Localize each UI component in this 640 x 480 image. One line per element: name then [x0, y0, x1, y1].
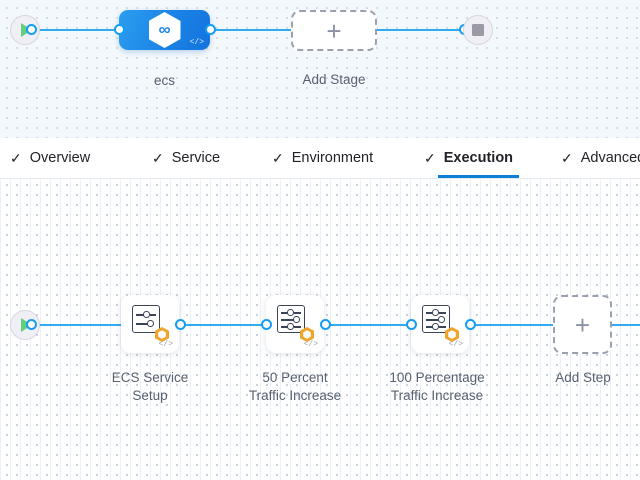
step-node-label: 50 Percent Traffic Increase — [233, 369, 357, 405]
tab-environment[interactable]: ✓ Environment — [272, 138, 373, 178]
pipeline-tabbar: ✓ Overview ✓ Service ✓ Environment ✓ Exe… — [0, 138, 640, 179]
edge-addstep-to-next — [612, 324, 640, 326]
edge-step1-to-step2 — [180, 324, 262, 326]
step-label-line1: ECS Service — [111, 370, 189, 385]
connector-step2-in[interactable] — [261, 319, 272, 330]
orange-hexagon-icon — [300, 327, 314, 342]
connector-ecs-out[interactable] — [205, 24, 216, 35]
stage-node-ecs-label: ecs — [153, 73, 175, 88]
plus-icon: + — [574, 309, 591, 340]
tab-environment-label: Environment — [291, 150, 374, 166]
stage-node-ecs[interactable]: ∞ </> — [119, 10, 210, 50]
edge-start-to-ecs — [32, 29, 124, 31]
code-badge-icon: </> — [303, 340, 318, 349]
pipeline-end-node[interactable] — [463, 15, 493, 45]
tab-underline-active — [438, 175, 519, 178]
edge-ecs-to-addstage — [205, 29, 297, 31]
edge-step2-to-step3 — [325, 324, 407, 326]
code-badge-icon: </> — [448, 340, 463, 349]
sliders-settings-icon — [132, 305, 169, 342]
code-badge-icon: </> — [158, 340, 173, 349]
check-icon: ✓ — [424, 150, 436, 166]
connector-step1-in[interactable] — [175, 319, 186, 330]
check-icon: ✓ — [561, 150, 573, 166]
step-label-line2: Traffic Increase — [248, 388, 342, 403]
step-node-ecs-service-setup[interactable]: </> — [121, 295, 179, 353]
connector-step3-out[interactable] — [465, 319, 476, 330]
check-icon: ✓ — [272, 150, 284, 166]
orange-hexagon-icon — [155, 327, 169, 342]
stop-icon — [472, 24, 484, 36]
infinity-hexagon-icon: ∞ — [148, 12, 181, 48]
plus-icon: + — [326, 15, 342, 46]
tab-execution-label: Execution — [443, 150, 514, 166]
tab-service[interactable]: ✓ Service — [152, 138, 220, 178]
tab-service-label: Service — [171, 150, 221, 166]
connector-step-start-out[interactable] — [26, 319, 37, 330]
step-node-50-percent-traffic-increase[interactable]: </> — [266, 295, 324, 353]
connector-step3-in[interactable] — [406, 319, 417, 330]
edge-start-to-step1 — [32, 324, 125, 326]
tab-overview[interactable]: ✓ Overview — [10, 138, 90, 178]
stage-graph-canvas[interactable]: ∞ </> ecs + Add Stage — [0, 0, 640, 138]
sliders-settings-icon — [422, 305, 459, 342]
connector-step2-out[interactable] — [320, 319, 331, 330]
step-node-label: 100 Percentage Traffic Increase — [375, 369, 499, 405]
step-label-line1: 50 Percent — [262, 370, 328, 385]
add-stage-button[interactable]: + — [291, 10, 377, 51]
add-stage-label: Add Stage — [302, 72, 366, 87]
code-badge-icon: </> — [189, 38, 204, 47]
connector-start-out[interactable] — [26, 24, 37, 35]
step-label-line2: Setup — [132, 388, 168, 403]
edge-addstage-to-end — [376, 29, 464, 31]
edge-step3-to-addstep — [470, 324, 553, 326]
tab-overview-label: Overview — [29, 150, 91, 166]
connector-ecs-in[interactable] — [114, 24, 125, 35]
tab-advanced[interactable]: ✓ Advanced — [561, 138, 640, 178]
tab-advanced-label: Advanced — [580, 150, 640, 166]
add-step-button[interactable]: + — [553, 295, 612, 354]
check-icon: ✓ — [10, 150, 22, 166]
step-label-line2: Traffic Increase — [390, 388, 484, 403]
check-icon: ✓ — [152, 150, 164, 166]
sliders-settings-icon — [277, 305, 314, 342]
step-graph-canvas[interactable]: </> ECS Service Setup </> — [0, 179, 640, 480]
add-step-label: Add Step — [555, 370, 611, 385]
step-node-label: ECS Service Setup — [95, 369, 205, 405]
orange-hexagon-icon — [445, 327, 459, 342]
step-label-line1: 100 Percentage — [389, 370, 485, 385]
step-node-100-percentage-traffic-increase[interactable]: </> — [411, 295, 469, 353]
tab-execution[interactable]: ✓ Execution — [424, 138, 519, 178]
